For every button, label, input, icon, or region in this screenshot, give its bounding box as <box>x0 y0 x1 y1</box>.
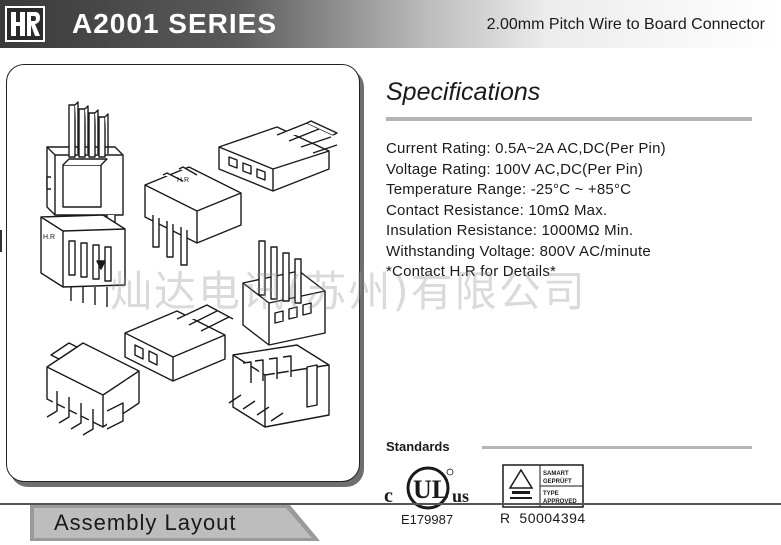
footer-divider <box>0 503 781 505</box>
product-image-panel: H.R H.R <box>6 64 360 482</box>
svg-text:APPROVED: APPROVED <box>543 499 577 505</box>
svg-text:H.R: H.R <box>43 234 55 241</box>
spec-insulation-resistance: Insulation Resistance: 1000MΩ Min. <box>386 222 634 239</box>
assembly-layout-label: Assembly Layout <box>54 510 237 535</box>
side-header-illustration: H.R <box>40 214 126 307</box>
wire-housing-illustration <box>218 120 338 192</box>
tuv-certificate-number: R 50004394 <box>500 510 586 526</box>
svg-text:TYPE: TYPE <box>543 491 559 497</box>
svg-text:UL: UL <box>413 475 449 504</box>
spec-contact-resistance: Contact Resistance: 10mΩ Max. <box>386 201 608 219</box>
svg-text:SAMART: SAMART <box>543 471 569 477</box>
spec-withstanding-voltage: Withstanding Voltage: 800V AC/minute <box>386 242 651 260</box>
header-subtitle: 2.00mm Pitch Wire to Board Connector <box>486 16 765 33</box>
svg-text:H.R: H.R <box>177 177 189 184</box>
housing-center-illustration <box>124 304 234 382</box>
spec-temperature-range: Temperature Range: -25°C ~ +85°C <box>386 181 632 198</box>
assembly-layout-tab <box>30 505 320 541</box>
vertical-header-right-illustration <box>242 240 326 346</box>
ul-certification-icon: c UL us <box>384 466 469 510</box>
tuv-prefix: R <box>500 510 511 526</box>
standards-label: Standards <box>386 439 450 454</box>
tuv-number: 50004394 <box>519 510 586 526</box>
svg-text:us: us <box>452 486 469 506</box>
svg-text:GEPRÜFT: GEPRÜFT <box>543 478 572 485</box>
specifications-list: Current Rating: 0.5A~2A AC,DC(Per Pin) V… <box>386 139 766 283</box>
ul-file-number: E179987 <box>401 512 454 527</box>
standards-divider <box>482 446 752 449</box>
specifications-divider <box>386 117 752 121</box>
right-angle-bottom-illustration <box>46 342 140 436</box>
spec-voltage-rating: Voltage Rating: 100V AC,DC(Per Pin) <box>386 160 644 178</box>
vertical-header-bottom-illustration <box>228 344 330 428</box>
spec-contact-note: *Contact H.R for Details* <box>386 263 557 280</box>
hr-logo-icon <box>5 6 45 42</box>
tuv-certification-icon: SAMART GEPRÜFT TYPE APPROVED <box>502 464 584 508</box>
connector-illustrations: H.R H.R <box>40 101 338 436</box>
specifications-heading: Specifications <box>386 78 541 106</box>
series-title: A2001 SERIES <box>72 8 277 39</box>
margin-tick <box>0 230 2 252</box>
vertical-header-illustration <box>46 101 124 224</box>
svg-text:c: c <box>384 485 393 507</box>
header-banner: A2001 SERIES 2.00mm Pitch Wire to Board … <box>0 0 781 48</box>
spec-current-rating: Current Rating: 0.5A~2A AC,DC(Per Pin) <box>386 140 666 157</box>
right-angle-header-illustration: H.R <box>144 166 242 266</box>
